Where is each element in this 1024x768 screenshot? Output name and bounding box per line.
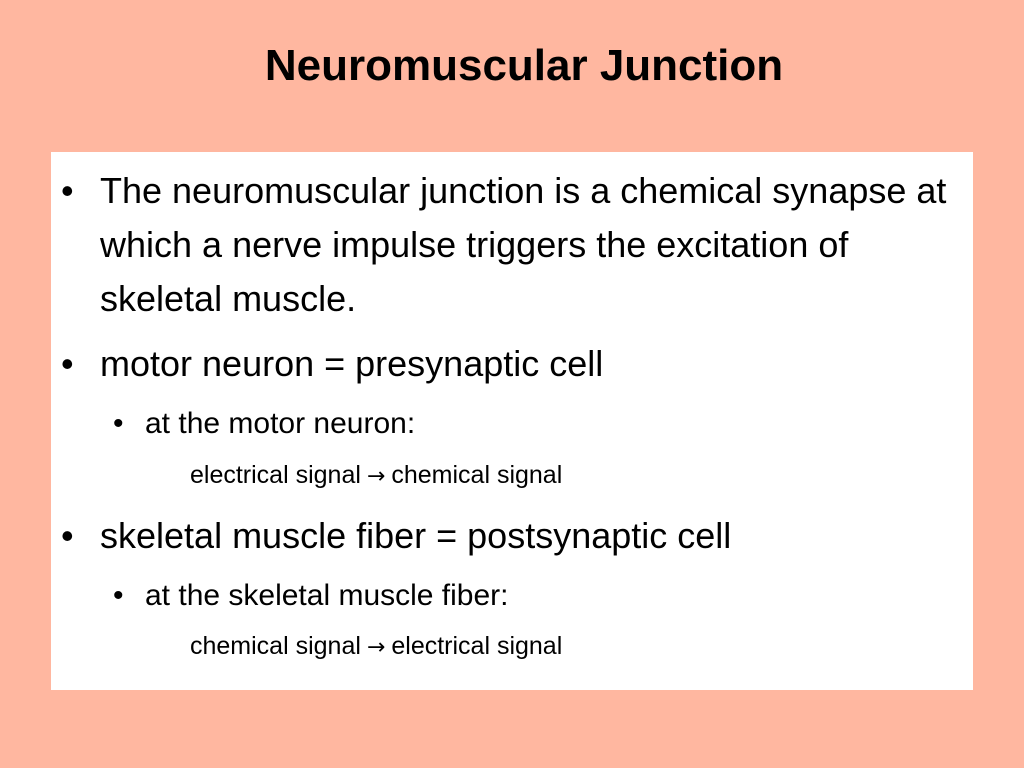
bullet-item-definition: • The neuromuscular junction is a chemic…	[61, 164, 960, 326]
bullet-list: • The neuromuscular junction is a chemic…	[51, 152, 973, 690]
content-box: • The neuromuscular junction is a chemic…	[51, 152, 973, 690]
right-arrow-icon: →	[366, 464, 386, 489]
bullet-marker: •	[113, 407, 124, 440]
signal-from: electrical signal	[190, 461, 361, 489]
bullet-text: The neuromuscular junction is a chemical…	[100, 170, 947, 319]
sub-bullet-muscle-fiber: • at the skeletal muscle fiber:	[113, 576, 925, 616]
slide-title: Neuromuscular Junction	[264, 41, 784, 90]
right-arrow-icon: →	[366, 635, 386, 660]
bullet-text: skeletal muscle fiber = postsynaptic cel…	[100, 515, 732, 556]
signal-to: electrical signal	[391, 632, 563, 660]
bullet-item-muscle-fiber: • skeletal muscle fiber = postsynaptic c…	[61, 509, 960, 563]
signal-conversion-motor-neuron: electrical signal→chemical signal	[190, 458, 562, 494]
bullet-text: motor neuron = presynaptic cell	[100, 343, 604, 384]
signal-from: chemical signal	[190, 632, 361, 660]
sub-bullet-text: at the motor neuron:	[145, 407, 416, 440]
bullet-item-motor-neuron: • motor neuron = presynaptic cell	[61, 337, 960, 391]
sub-bullet-motor-neuron: • at the motor neuron:	[113, 404, 925, 444]
signal-conversion-muscle-fiber: chemical signal→electrical signal	[190, 629, 562, 665]
bullet-marker: •	[61, 515, 74, 556]
sub-bullet-text: at the skeletal muscle fiber:	[145, 579, 509, 612]
signal-to: chemical signal	[391, 461, 563, 489]
bullet-marker: •	[61, 170, 74, 211]
bullet-marker: •	[113, 579, 124, 612]
bullet-marker: •	[61, 343, 74, 384]
